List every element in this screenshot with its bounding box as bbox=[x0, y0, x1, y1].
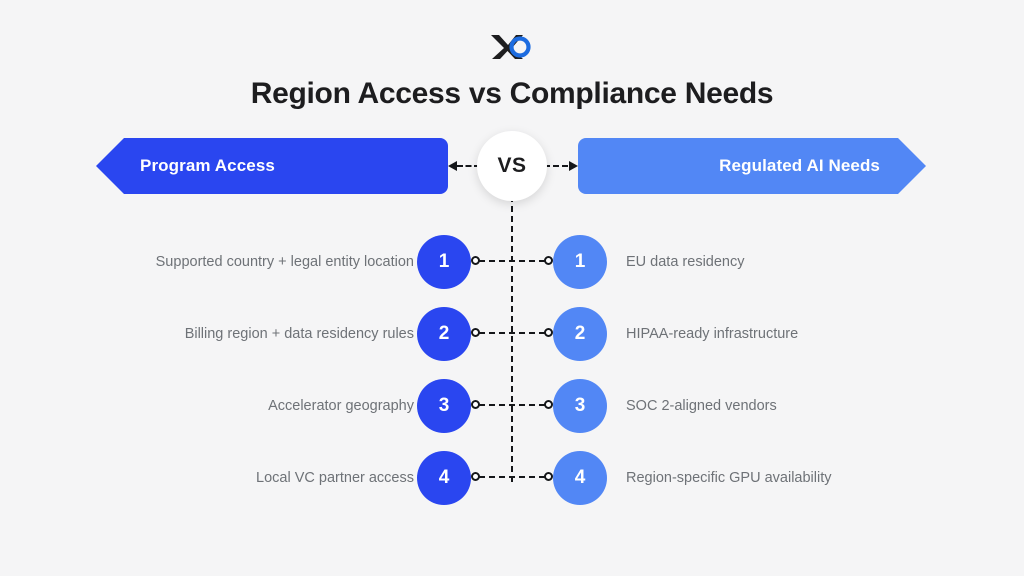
row-right-label: Region-specific GPU availability bbox=[626, 470, 832, 486]
row-left-number-badge: 3 bbox=[417, 379, 471, 433]
banner-left-label: Program Access bbox=[140, 156, 275, 175]
row-right-number-badge: 1 bbox=[553, 235, 607, 289]
row-connector-line bbox=[479, 404, 545, 406]
comparison-row: Local VC partner access 4 4 Region-speci… bbox=[0, 450, 1024, 506]
row-left-label: Billing region + data residency rules bbox=[184, 326, 414, 342]
banner-program-access[interactable]: Program Access bbox=[96, 138, 448, 194]
row-right-number-badge: 2 bbox=[553, 307, 607, 361]
row-right-number-badge: 3 bbox=[553, 379, 607, 433]
row-connector-line bbox=[479, 476, 545, 478]
brand-logo bbox=[0, 30, 1024, 64]
row-left-number-badge: 4 bbox=[417, 451, 471, 505]
row-connector-dot-right bbox=[544, 328, 553, 337]
row-connector-dot-left bbox=[471, 400, 480, 409]
vs-arrow-left-head bbox=[448, 161, 457, 171]
comparison-row: Billing region + data residency rules 2 … bbox=[0, 306, 1024, 362]
vs-arrow-right-line bbox=[544, 165, 568, 167]
vs-badge: VS bbox=[477, 131, 547, 201]
row-right-label: EU data residency bbox=[626, 254, 745, 270]
row-left-label: Local VC partner access bbox=[256, 470, 414, 486]
row-connector bbox=[471, 256, 553, 265]
row-right-label: HIPAA-ready infrastructure bbox=[626, 326, 799, 342]
row-connector-dot-left bbox=[471, 256, 480, 265]
row-left-number-badge: 2 bbox=[417, 307, 471, 361]
row-connector-dot-right bbox=[544, 472, 553, 481]
vs-label: VS bbox=[497, 154, 527, 177]
row-right-number-badge: 4 bbox=[553, 451, 607, 505]
comparison-row: Supported country + legal entity locatio… bbox=[0, 234, 1024, 290]
comparison-row: Accelerator geography 3 3 SOC 2-aligned … bbox=[0, 378, 1024, 434]
row-left-label: Accelerator geography bbox=[268, 398, 414, 414]
vs-arrow-right-icon bbox=[544, 161, 578, 171]
banner-right-label: Regulated AI Needs bbox=[719, 156, 880, 175]
row-connector-dot-right bbox=[544, 256, 553, 265]
row-left-label: Supported country + legal entity locatio… bbox=[155, 254, 414, 270]
row-left-number-badge: 1 bbox=[417, 235, 471, 289]
row-connector-line bbox=[479, 260, 545, 262]
vs-arrow-left-line bbox=[457, 165, 480, 167]
center-divider-line bbox=[511, 166, 513, 482]
banner-regulated-ai-needs[interactable]: Regulated AI Needs bbox=[578, 138, 926, 194]
row-connector-dot-right bbox=[544, 400, 553, 409]
row-connector-dot-left bbox=[471, 328, 480, 337]
page-title: Region Access vs Compliance Needs bbox=[250, 77, 774, 110]
row-connector bbox=[471, 472, 553, 481]
row-connector-line bbox=[479, 332, 545, 334]
vs-arrow-left-icon bbox=[448, 161, 480, 171]
row-right-label: SOC 2-aligned vendors bbox=[626, 398, 777, 414]
row-connector bbox=[471, 400, 553, 409]
row-connector bbox=[471, 328, 553, 337]
vs-arrow-right-head bbox=[569, 161, 578, 171]
row-connector-dot-left bbox=[471, 472, 480, 481]
xo-logo-icon bbox=[491, 35, 531, 59]
